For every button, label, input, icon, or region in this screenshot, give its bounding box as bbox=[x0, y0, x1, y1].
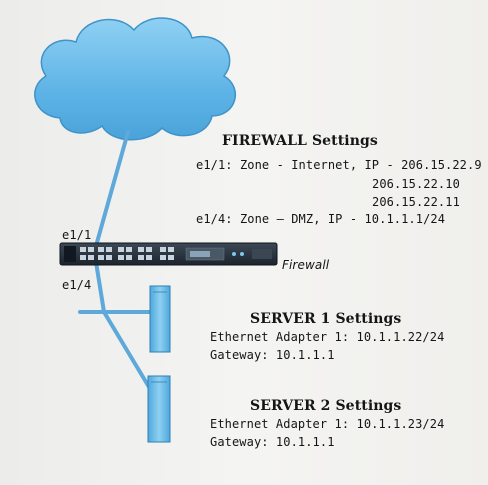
server-1-adapter: Ethernet Adapter 1: 10.1.1.22/24 bbox=[210, 330, 445, 344]
server-1-gateway: Gateway: 10.1.1.1 bbox=[210, 348, 335, 362]
firewall-e1-1-ip-3: 206.15.22.11 bbox=[372, 195, 460, 209]
firewall-device-label: Firewall bbox=[282, 258, 330, 272]
server-2-adapter: Ethernet Adapter 1: 10.1.1.23/24 bbox=[210, 417, 445, 431]
server-2-icon bbox=[147, 375, 171, 443]
network-cables bbox=[78, 130, 154, 394]
server-2-gateway: Gateway: 10.1.1.1 bbox=[210, 435, 335, 449]
firewall-e1-1-settings: e1/1: Zone - Internet, IP - 206.15.22.9 bbox=[196, 158, 482, 172]
firewall-settings-heading: FIREWALL Settings bbox=[222, 133, 378, 149]
firewall-appliance bbox=[59, 242, 278, 266]
firewall-e1-1-ip-2: 206.15.22.10 bbox=[372, 177, 460, 191]
cable-e1-4-down bbox=[94, 260, 106, 314]
server-1-heading: SERVER 1 Settings bbox=[250, 311, 402, 327]
server-1-icon bbox=[149, 285, 171, 353]
server-2-heading: SERVER 2 Settings bbox=[250, 398, 402, 414]
port-label-e1-4: e1/4 bbox=[62, 278, 92, 292]
firewall-e1-4-settings: e1/4: Zone – DMZ, IP - 10.1.1.1/24 bbox=[196, 212, 446, 226]
port-label-e1-1: e1/1 bbox=[62, 228, 92, 242]
firewall-port-group bbox=[80, 247, 174, 260]
internet-cloud-icon bbox=[34, 17, 236, 141]
cable-internet-to-e1-1 bbox=[94, 130, 130, 248]
cable-to-server2 bbox=[102, 310, 154, 394]
